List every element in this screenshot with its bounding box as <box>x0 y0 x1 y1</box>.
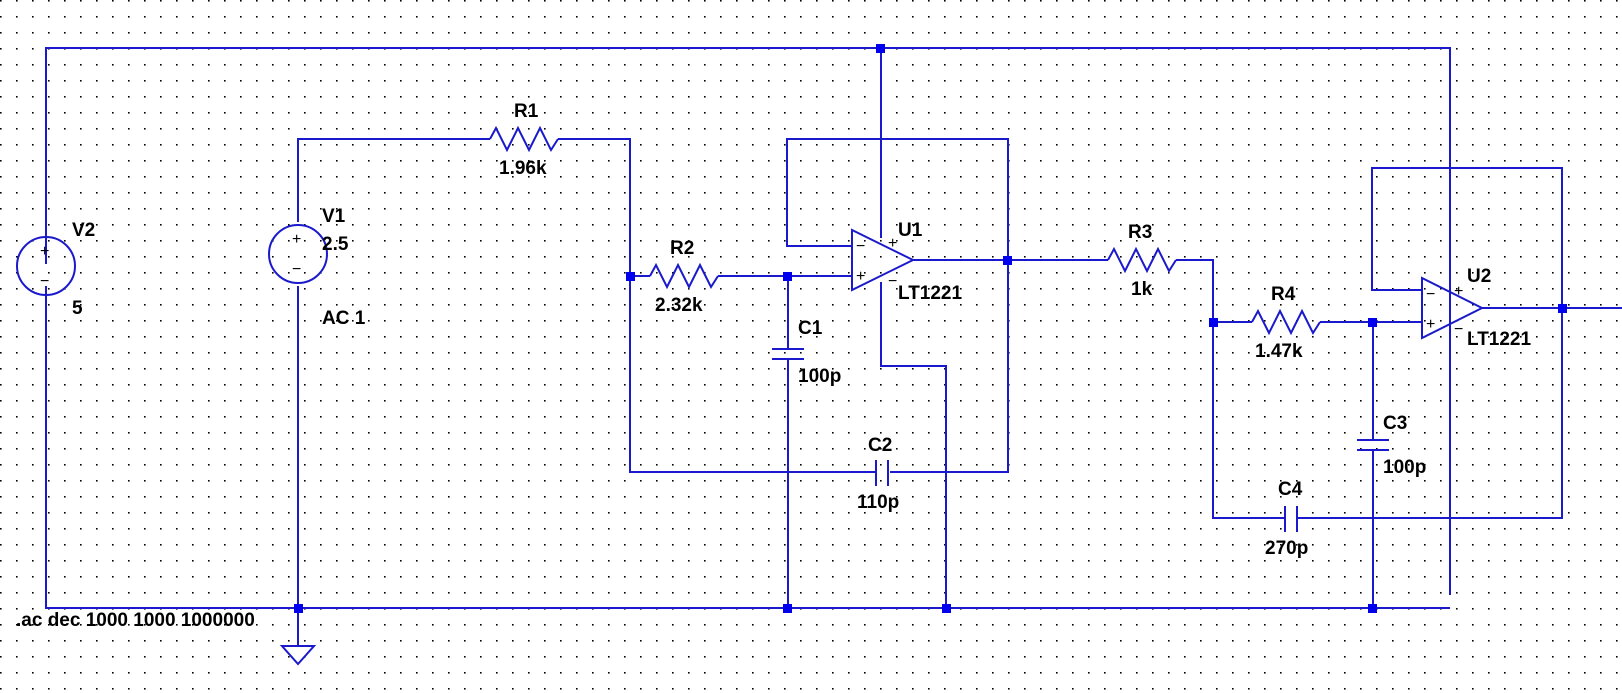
resistor-icon <box>1107 246 1177 274</box>
u2-opamp[interactable]: − + + − U2 LT1221 <box>1421 266 1532 350</box>
u2-vplus-sign: + <box>1454 283 1463 300</box>
c4-value: 270p <box>1265 538 1308 559</box>
c3-name: C3 <box>1383 413 1407 434</box>
spice-directive[interactable]: .ac dec 1000 1000 1000000 <box>16 610 255 631</box>
v1-name: V1 <box>322 206 346 227</box>
wire-top-rail[interactable] <box>45 47 1451 595</box>
node[interactable] <box>942 604 951 613</box>
ground-symbol[interactable] <box>279 645 317 666</box>
r1-name: R1 <box>514 101 539 122</box>
r1-value: 1.96k <box>499 158 547 179</box>
r2-value: 2.32k <box>655 295 703 316</box>
c2-name: C2 <box>868 435 892 456</box>
node[interactable] <box>1368 318 1377 327</box>
resistor-icon <box>649 262 719 290</box>
u1-vminus-sign: − <box>888 273 897 290</box>
v1-source[interactable]: + − V1 2.5 AC 1 <box>268 206 366 329</box>
c3-value: 100p <box>1383 457 1426 478</box>
c2-value: 110p <box>857 492 899 513</box>
opamp-icon <box>1421 276 1485 340</box>
u2-noninverting-sign: + <box>1426 316 1435 333</box>
node[interactable] <box>876 44 885 53</box>
node[interactable] <box>1368 604 1377 613</box>
opamp-icon <box>851 228 916 292</box>
u2-model: LT1221 <box>1467 329 1532 350</box>
r4-name: R4 <box>1271 284 1296 305</box>
wire-r1-right[interactable] <box>558 138 631 276</box>
capacitor-icon <box>1284 506 1298 532</box>
u1-noninverting-sign: + <box>856 268 865 285</box>
wire-u1-feedback[interactable] <box>786 138 1009 260</box>
voltage-source-icon <box>16 236 76 296</box>
u2-inverting-sign: − <box>1426 286 1435 303</box>
resistor-icon <box>1251 308 1321 336</box>
resistor-icon <box>489 125 559 153</box>
u1-model: LT1221 <box>898 283 963 304</box>
node[interactable] <box>783 604 792 613</box>
wire-u2-feedback[interactable] <box>1371 167 1563 308</box>
r3-resistor[interactable]: R3 1k <box>1107 222 1177 300</box>
wire-ground-rail[interactable] <box>45 286 1450 609</box>
wire-r3-right[interactable] <box>1176 259 1214 322</box>
capacitor-icon <box>1357 439 1389 451</box>
capacitor-icon <box>875 460 889 486</box>
r3-value: 1k <box>1131 279 1153 300</box>
voltage-source-icon <box>268 224 328 284</box>
wire-c2-left[interactable] <box>629 276 876 473</box>
c1-name: C1 <box>798 318 823 339</box>
v1-ac-value: AC 1 <box>322 308 366 329</box>
r2-name: R2 <box>670 238 694 259</box>
wire-c4-left[interactable] <box>1212 322 1284 519</box>
u1-inverting-sign: − <box>856 238 865 255</box>
u1-opamp[interactable]: − + + − U1 LT1221 <box>851 220 963 304</box>
node[interactable] <box>294 604 303 613</box>
node[interactable] <box>783 272 792 281</box>
v2-name: V2 <box>72 220 95 241</box>
c4-capacitor[interactable]: C4 270p <box>1265 479 1308 559</box>
c1-value: 100p <box>798 366 841 387</box>
r3-name: R3 <box>1128 222 1152 243</box>
c2-capacitor[interactable]: C2 110p <box>857 435 899 513</box>
wire-v1-top[interactable] <box>297 138 490 222</box>
u2-name: U2 <box>1467 266 1491 287</box>
c1-capacitor[interactable]: C1 100p <box>772 318 841 387</box>
v2-source[interactable]: + − V2 5 <box>16 220 95 319</box>
c3-capacitor[interactable]: C3 100p <box>1357 413 1426 478</box>
v1-plus-sign: + <box>292 231 301 248</box>
v1-value: 2.5 <box>322 234 349 255</box>
node[interactable] <box>1558 304 1567 313</box>
r4-value: 1.47k <box>1255 341 1303 362</box>
wires <box>45 47 1622 646</box>
wire-u1-vminus[interactable] <box>880 282 947 608</box>
wire-c2-right[interactable] <box>890 260 1009 473</box>
r2-resistor[interactable]: R2 2.32k <box>649 238 719 316</box>
v2-plus-sign: + <box>40 243 49 260</box>
node[interactable] <box>626 272 635 281</box>
u2-vminus-sign: − <box>1454 321 1463 338</box>
v2-value: 5 <box>72 298 83 319</box>
v2-minus-sign: − <box>40 273 49 290</box>
r1-resistor[interactable]: R1 1.96k <box>489 101 559 179</box>
c4-name: C4 <box>1278 479 1303 500</box>
capacitor-icon <box>772 348 804 360</box>
node[interactable] <box>1209 318 1218 327</box>
r4-resistor[interactable]: R4 1.47k <box>1251 284 1321 362</box>
ground-icon <box>279 645 317 666</box>
wire-c4-right[interactable] <box>1298 308 1563 519</box>
u1-vplus-sign: + <box>888 235 897 252</box>
junction-nodes <box>294 44 1567 613</box>
node[interactable] <box>1003 256 1012 265</box>
u1-name: U1 <box>898 220 923 241</box>
v1-minus-sign: − <box>292 261 301 278</box>
